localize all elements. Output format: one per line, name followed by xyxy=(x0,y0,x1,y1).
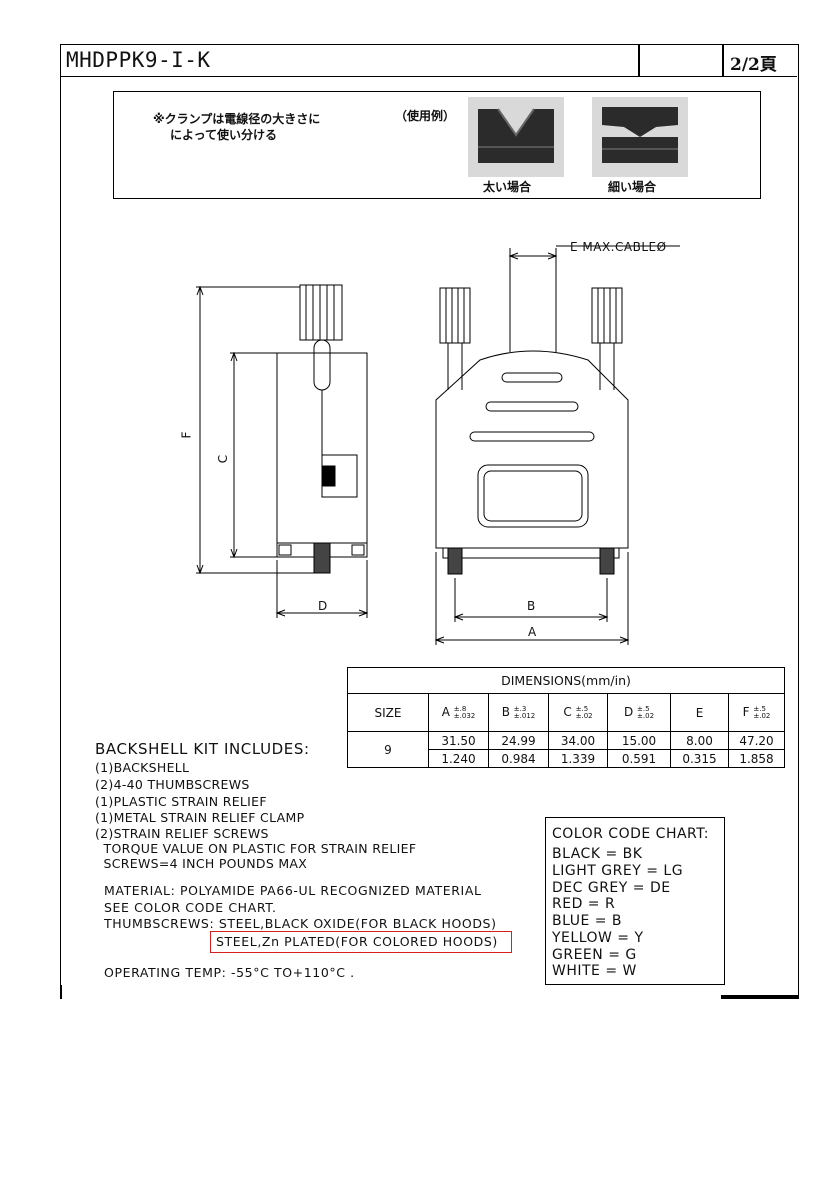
dimensions-table: DIMENSIONS(mm/in) SIZE A ±.8±.032 B ±.3±… xyxy=(347,667,785,768)
left-thumbscrew-knob xyxy=(439,287,471,344)
label-e: E MAX.CABLEØ xyxy=(570,240,667,254)
frame-bottom-bar xyxy=(721,995,799,999)
side-view xyxy=(196,284,369,618)
table-row: 1.240 0.984 1.339 0.591 0.315 1.858 xyxy=(348,749,785,768)
backshell-drawing xyxy=(196,245,680,645)
dimensions-title: DIMENSIONS(mm/in) xyxy=(347,667,785,694)
clamp-photo-thick xyxy=(468,97,564,177)
label-a: A xyxy=(528,625,537,639)
color-item: RED = R xyxy=(552,896,616,912)
color-code-chart xyxy=(545,817,725,985)
frame-bottom-tick xyxy=(60,985,62,999)
color-item: WHITE = W xyxy=(552,963,637,979)
page-number: 2/2頁 xyxy=(730,55,777,75)
thick-caption: 太い場合 xyxy=(483,180,532,194)
kit-item: TORQUE VALUE ON PLASTIC FOR STRAIN RELIE… xyxy=(95,841,417,856)
col-header-a: A ±.8±.032 xyxy=(428,693,489,732)
color-item: BLACK = BK xyxy=(552,846,643,862)
clamp-photo-thin xyxy=(592,97,688,177)
in-f: 1.858 xyxy=(728,749,785,768)
thin-caption: 細い場合 xyxy=(608,180,657,194)
clamp-note-line2: によって使い分ける xyxy=(170,128,278,142)
right-thumbscrew-knob xyxy=(591,287,623,344)
kit-item: (2)4-40 THUMBSCREWS xyxy=(95,777,250,792)
clamp-note-box xyxy=(113,91,761,199)
in-d: 0.591 xyxy=(607,749,671,768)
color-chart-title: COLOR CODE CHART: xyxy=(552,826,709,842)
material-line: MATERIAL: POLYAMIDE PA66-UL RECOGNIZED M… xyxy=(104,883,482,898)
clamp-note-line1: ※クランプは電線径の大きさに xyxy=(153,112,321,126)
table-row: 9 31.50 24.99 34.00 15.00 8.00 47.20 xyxy=(347,731,785,768)
kit-item: (2)STRAIN RELIEF SCREWS xyxy=(95,826,269,841)
mm-d: 15.00 xyxy=(607,731,671,750)
size-value: 9 xyxy=(347,731,429,768)
color-item: BLUE = B xyxy=(552,913,623,929)
front-view xyxy=(434,245,680,645)
size-header: SIZE xyxy=(347,693,429,732)
mm-c: 34.00 xyxy=(548,731,608,750)
label-b: B xyxy=(527,599,536,613)
in-c: 1.339 xyxy=(548,749,608,768)
kit-item: (1)PLASTIC STRAIN RELIEF xyxy=(95,794,267,809)
clamp-example-label: （使用例） xyxy=(395,109,456,123)
col-header-e: E xyxy=(670,693,729,732)
kit-item: (1)BACKSHELL xyxy=(95,760,190,775)
kit-item: (1)METAL STRAIN RELIEF CLAMP xyxy=(95,810,305,825)
color-item: LIGHT GREY = LG xyxy=(552,863,684,879)
mm-f: 47.20 xyxy=(728,731,785,750)
title-divider xyxy=(638,44,640,76)
dimensions-header-row: SIZE A ±.8±.032 B ±.3±.012 C ±.5±.02 D ±… xyxy=(347,693,785,732)
kit-title: BACKSHELL KIT INCLUDES: xyxy=(95,740,310,758)
in-a: 1.240 xyxy=(428,749,489,768)
material-line-highlighted: STEEL,Zn PLATED(FOR COLORED HOODS) xyxy=(216,934,498,949)
mm-e: 8.00 xyxy=(670,731,729,750)
in-e: 0.315 xyxy=(670,749,729,768)
material-line: THUMBSCREWS: STEEL,BLACK OXIDE(FOR BLACK… xyxy=(104,916,497,931)
mm-b: 24.99 xyxy=(488,731,549,750)
part-number: MHDPPK9-I-K xyxy=(66,48,211,72)
title-divider xyxy=(722,44,724,76)
drawing-frame xyxy=(60,44,799,998)
label-c: C xyxy=(216,454,231,464)
title-block xyxy=(60,44,797,77)
label-d: D xyxy=(318,599,328,613)
col-header-c: C ±.5±.02 xyxy=(548,693,608,732)
color-item: GREEN = G xyxy=(552,947,637,963)
material-line: SEE COLOR CODE CHART. xyxy=(104,900,277,915)
operating-temp: OPERATING TEMP: -55°C TO+110°C . xyxy=(104,965,355,980)
kit-item: SCREWS=4 INCH POUNDS MAX xyxy=(95,856,308,871)
col-header-d: D ±.5±.02 xyxy=(607,693,671,732)
in-b: 0.984 xyxy=(488,749,549,768)
highlight-box xyxy=(210,931,512,953)
mm-a: 31.50 xyxy=(428,731,489,750)
color-item: DEC GREY = DE xyxy=(552,880,671,896)
color-item: YELLOW = Y xyxy=(552,930,644,946)
label-f: F xyxy=(179,431,194,439)
col-header-b: B ±.3±.012 xyxy=(488,693,549,732)
col-header-f: F ±.5±.02 xyxy=(728,693,785,732)
